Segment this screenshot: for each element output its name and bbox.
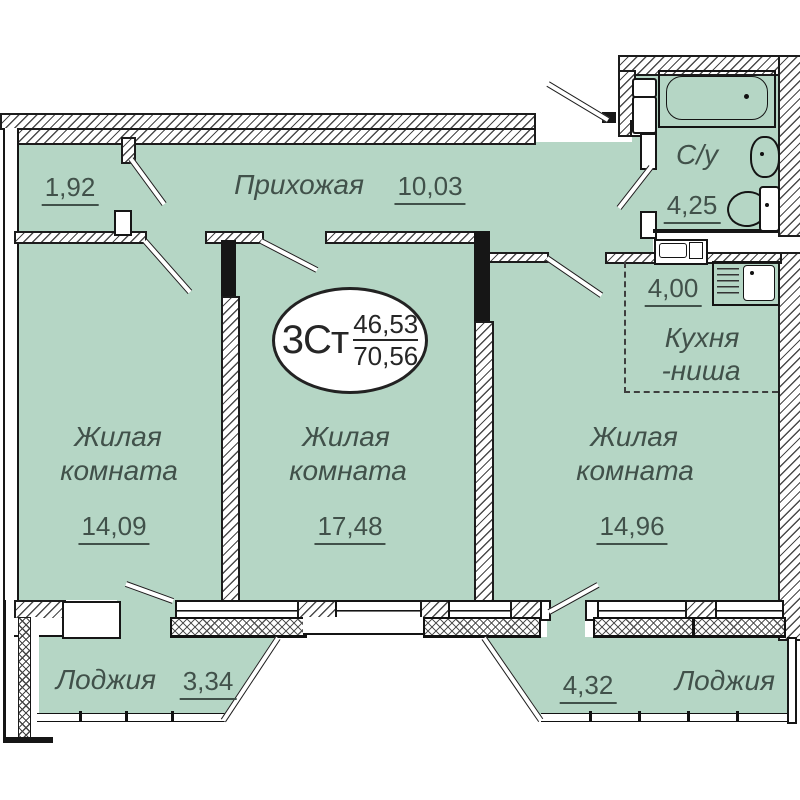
room3-label-line2: комната [576,455,694,486]
toilet-tank-dot [765,203,769,207]
loggia-right-railing [541,711,787,722]
railing-tick [125,711,128,722]
room3-area: 14,96 [596,511,668,545]
hallway-label: Прихожая [234,169,364,200]
apartment-type-badge: 3Ст 46,53 70,56 [272,287,428,394]
appliance-knob-panel [689,242,703,259]
hallway-area: 10,03 [394,171,466,205]
door-jamb-room1 [114,210,132,236]
kitchen-label-line2: -ниша [661,355,741,386]
kitchen-area: 4,00 [644,273,702,307]
total-area: 70,56 [353,339,419,371]
balcony-door-panel-left [62,601,121,639]
wall-hall-room2-right [325,231,477,244]
partition-room1-room2 [221,296,240,602]
closet-area: 1,92 [41,172,99,206]
railing-tick [687,711,690,722]
room1-label-line2: комната [60,455,178,486]
wall-room3-top-left [488,252,549,263]
wall-bathroom-left [618,70,636,137]
room2-label-line1: Жилая [302,421,390,452]
balcony-door-opening-left [117,600,175,638]
boiler-box-top-icon [632,78,657,98]
railing-tick [589,711,592,722]
partition-room2-room3 [474,321,494,602]
area-fraction: 46,53 70,56 [353,308,419,371]
window-sill-1 [170,617,307,638]
wall-bath-door-jamb-bottom [640,211,657,239]
railing-tick [171,711,174,722]
bathroom-label: С/у [676,139,718,170]
loggia-right-label: Лоджия [674,665,776,696]
wall-right-upper [778,55,800,237]
washbasin-drain [760,152,764,156]
closet-door-jamb [121,137,136,164]
wall-right-lower [778,252,800,641]
kitchen-label-line1: Кухня [664,322,740,353]
left-outer-line-low [3,600,6,740]
bathtub-drain [744,94,749,99]
railing-tick [736,711,739,722]
wall-top-inner [12,128,536,145]
window-sill-2 [423,617,541,638]
bathtub-icon [658,70,776,128]
window-sill-4 [693,617,786,638]
stove-icon [717,268,739,296]
below-mid-band [303,617,423,635]
railing-tick [79,711,82,722]
kitchen-sink-icon [743,265,775,301]
window-sill-3 [593,617,694,638]
wall-hall-room1 [14,231,147,244]
kitchen-sink-dot [750,271,754,275]
wall-bathroom-top [618,55,782,76]
loggia-left-label: Лоджия [55,664,157,695]
room1-label-line1: Жилая [74,421,162,452]
partition-room1-room2-head [221,240,236,298]
kitchen-niche-dashed-bottom [624,391,778,393]
room3-label-line1: Жилая [590,421,678,452]
kitchen-counter-icon [712,261,780,306]
loggia-left-inner-gap [30,617,39,739]
entry-door-leaf [546,81,610,123]
kitchen-niche-dashed-left [624,262,626,393]
room1-area: 14,09 [78,511,150,545]
toilet-tank-icon [759,186,780,232]
living-area: 46,53 [353,308,419,339]
bathtub-inner [666,76,768,120]
room2-label-line2: комната [289,455,407,486]
loggia-left-corner-step [3,737,53,743]
railing-tick [638,711,641,722]
wall-bathroom-bottom-line [653,229,778,233]
partition-room2-room3-head [474,231,490,323]
loggia-right-end-wall [787,637,797,724]
loggia-left-area: 3,34 [179,666,237,700]
loggia-left-railing [37,711,225,722]
loggia-right-area: 4,32 [559,670,617,704]
room2-area: 17,48 [314,511,386,545]
bathroom-area: 4,25 [663,190,721,224]
boiler-box-bottom-icon [632,96,657,134]
washbasin-icon [750,136,780,178]
wall-left [3,128,19,602]
apartment-type: 3Ст [281,318,349,362]
appliance-inner [659,243,687,258]
loggia-left-outer-wall [18,617,32,743]
